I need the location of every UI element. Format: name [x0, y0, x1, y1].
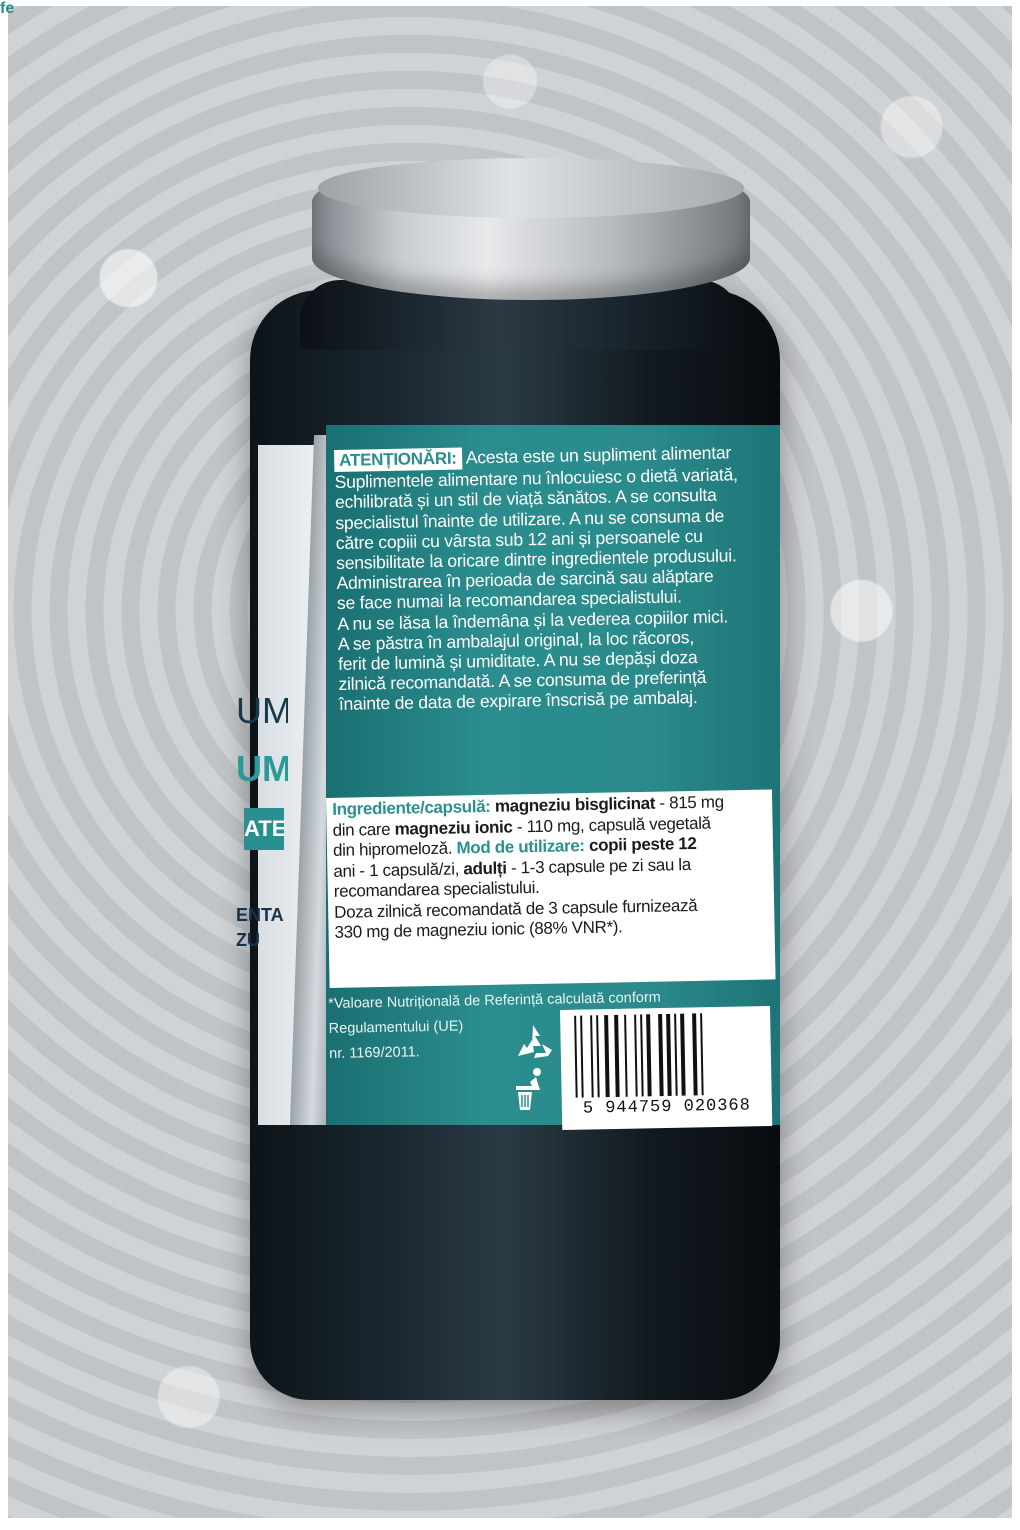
warnings-line: Acesta este un supliment alimentar	[465, 442, 732, 468]
bottle-cap-top	[318, 158, 744, 218]
barcode-bar	[574, 1015, 578, 1098]
ingredient-name: magneziu bisglicinat	[494, 793, 656, 816]
usage-adults: adulți	[463, 858, 507, 878]
barcode-bar	[634, 1014, 638, 1097]
barcode: 5 944759 020368	[560, 1005, 773, 1130]
front-title-fragment-accent: UM	[236, 748, 288, 789]
usage-heading: Mod de utilizare:	[456, 836, 585, 858]
warnings-heading: ATENȚIONĂRI:	[334, 447, 462, 473]
barcode-bar	[590, 1015, 594, 1098]
front-logo-fragment: fe	[0, 0, 15, 17]
recycle-icon	[518, 1025, 552, 1058]
ingredient-text: din care	[332, 819, 395, 840]
barcode-digits: 5 944759 020368	[582, 1096, 752, 1119]
front-subtitle-fragment: ENTAR	[236, 905, 284, 925]
ingredient-name: magneziu ionic	[394, 816, 513, 839]
ingredients-heading: Ingrediente/capsulă:	[332, 796, 491, 819]
barcode-bar	[674, 1013, 678, 1096]
warnings-text: ATENȚIONĂRI:Acesta este un supliment ali…	[334, 441, 789, 714]
front-title-fragment: UM	[236, 690, 288, 731]
usage-text: copii peste 12	[584, 833, 697, 856]
barcode-bar	[666, 1013, 672, 1096]
front-subtitle-fragment-2: ZU	[236, 930, 260, 950]
ingredient-amount: - 815 mg	[654, 792, 724, 813]
barcode-bar	[580, 1015, 584, 1098]
waste-bin-icon	[516, 1068, 541, 1110]
barcode-bar	[614, 1014, 620, 1097]
barcode-bar	[604, 1015, 610, 1098]
barcode-bar	[700, 1013, 704, 1096]
barcode-bar	[640, 1014, 644, 1097]
barcode-bar	[692, 1013, 698, 1096]
front-badge-fragment: ATE	[244, 808, 284, 850]
footnote-line: *Valoare Nutrițională de Referință calcu…	[328, 989, 661, 1012]
ingredient-text: din hipromeloză.	[332, 838, 453, 860]
ingredient-amount: - 110 mg, capsulă vegetală	[512, 813, 711, 836]
barcode-bar	[658, 1014, 664, 1097]
usage-text: - 1-3 capsule pe zi sau la	[506, 854, 692, 878]
barcode-bar	[596, 1015, 600, 1098]
ingredients-panel: Ingrediente/capsulă: magneziu bisglicina…	[326, 789, 776, 988]
barcode-bar	[624, 1014, 628, 1097]
barcode-bars	[574, 1013, 704, 1098]
barcode-bar	[680, 1013, 686, 1096]
usage-text: ani - 1 capsulă/zi,	[333, 858, 464, 881]
barcode-bar	[646, 1014, 652, 1097]
